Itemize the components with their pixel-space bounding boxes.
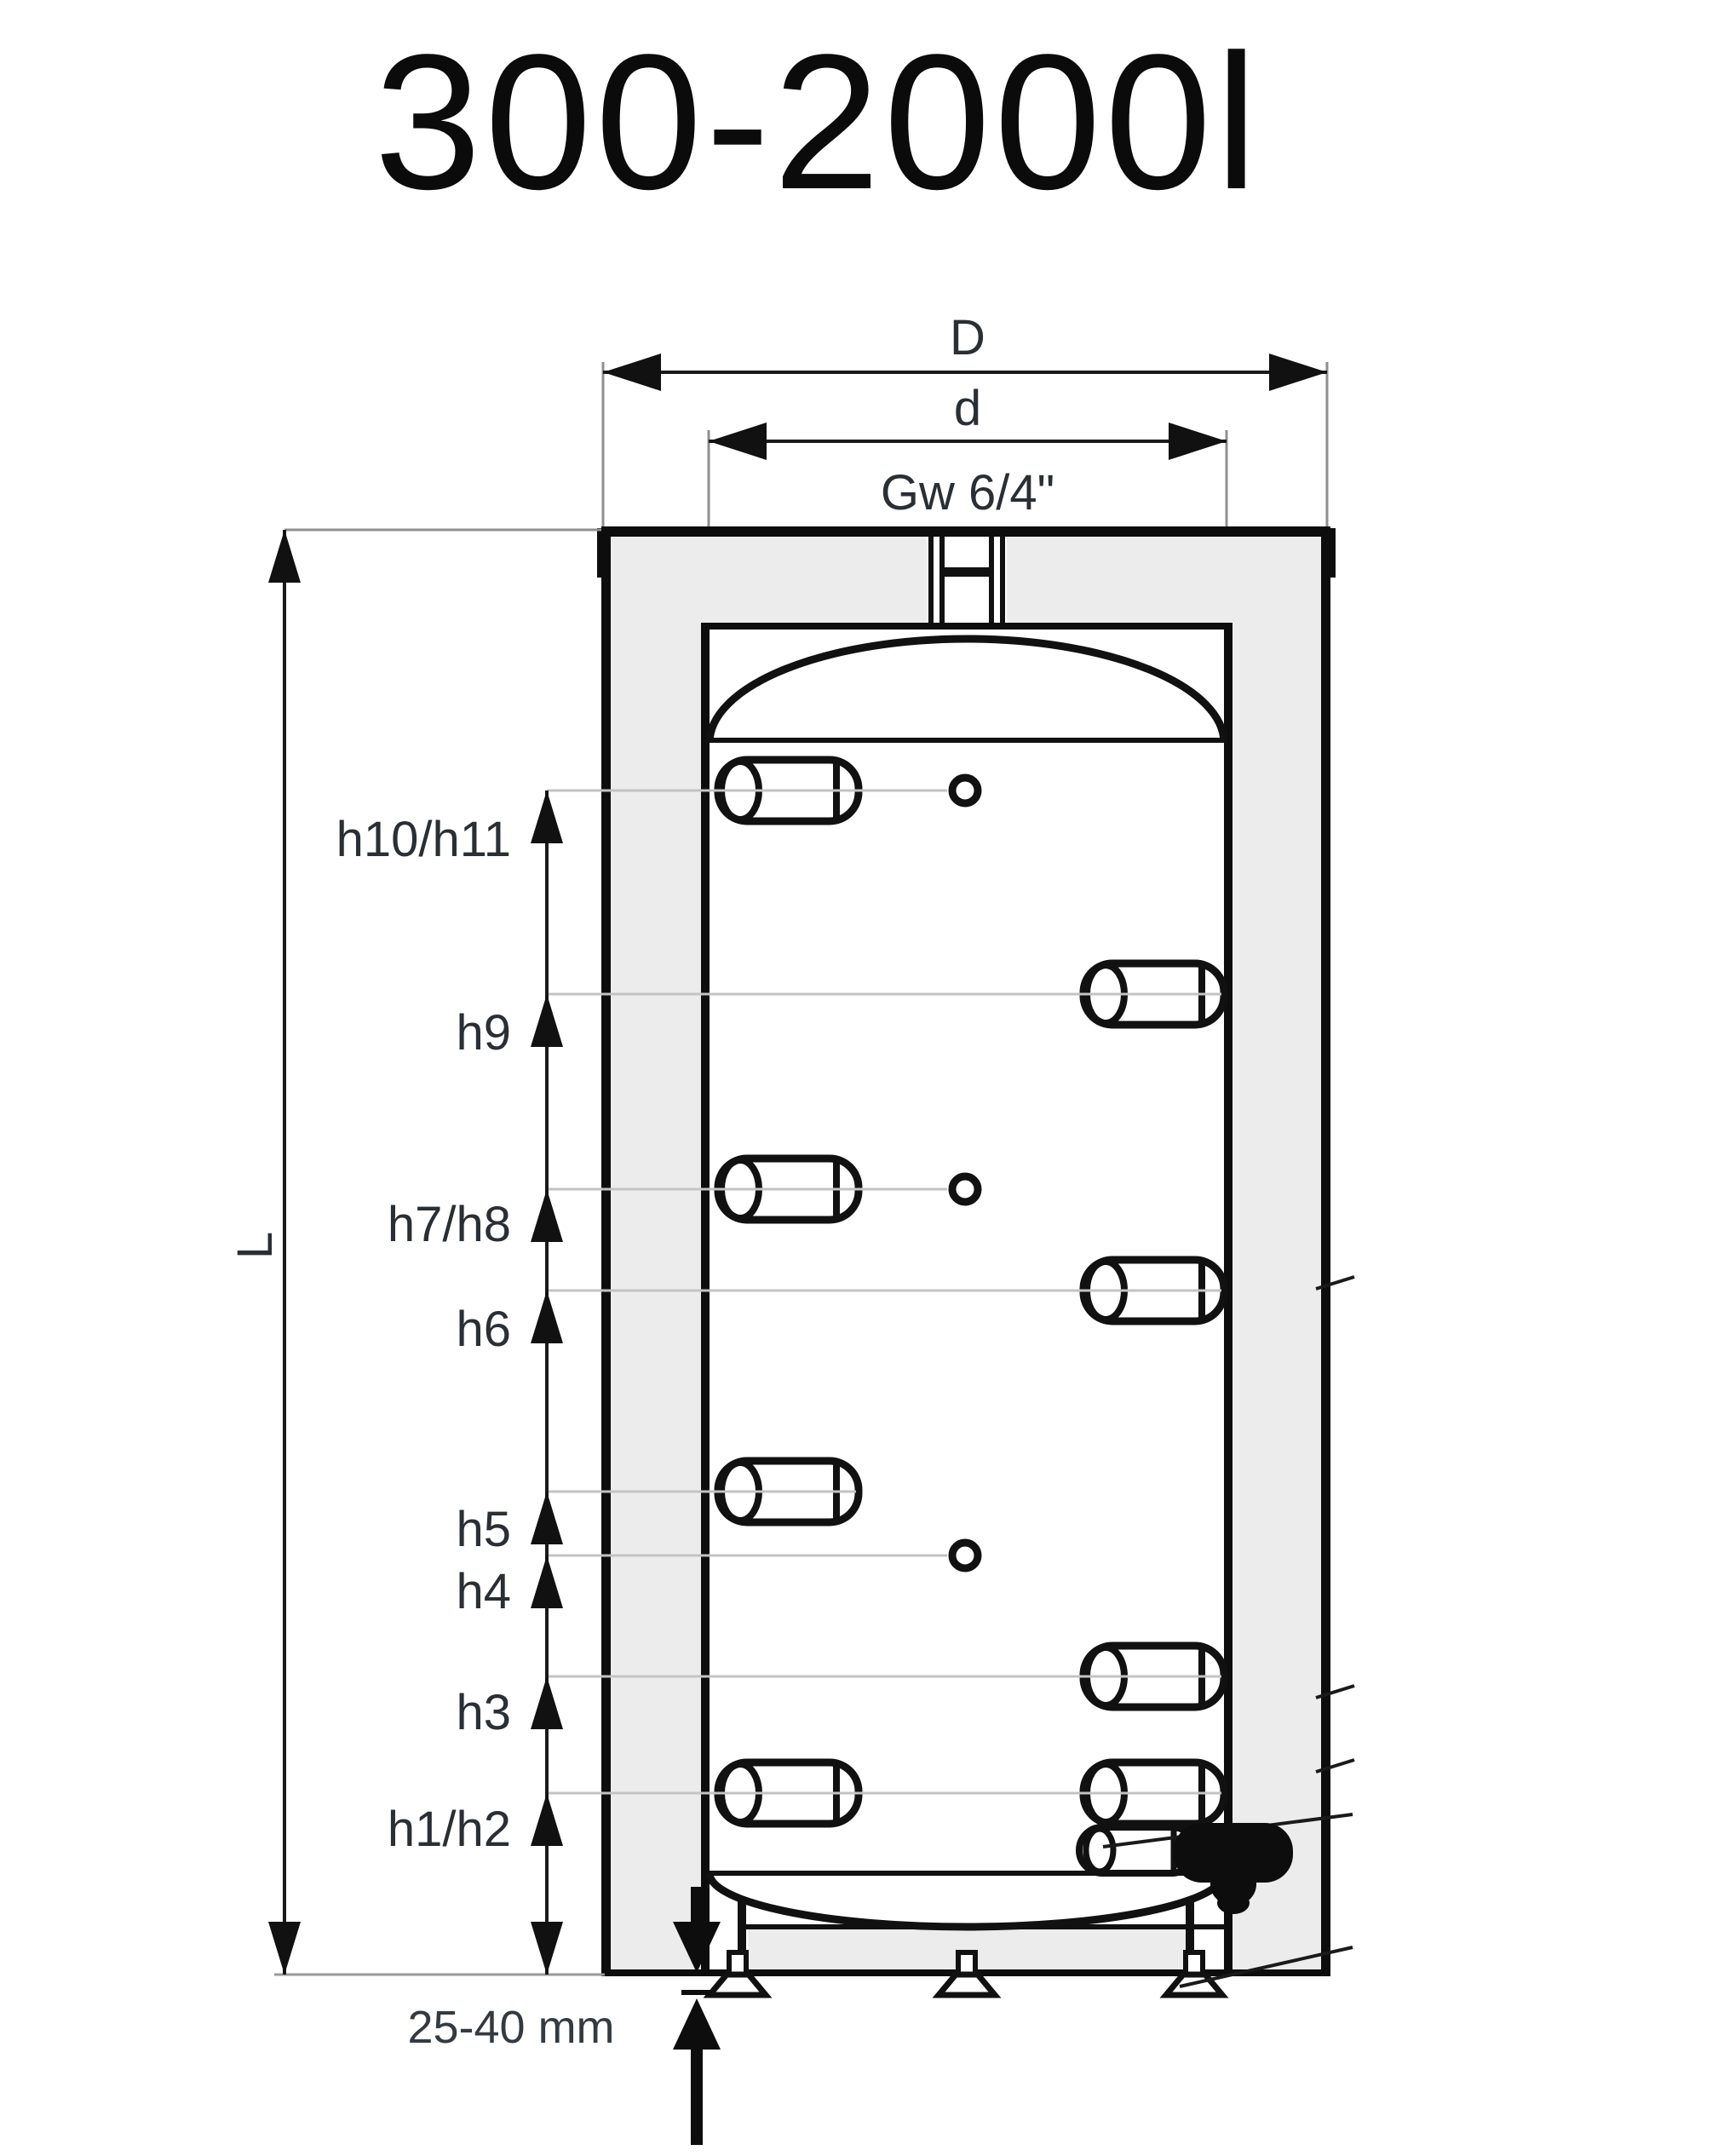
label-h10-h11: h10/h11: [336, 812, 511, 867]
top-thread-port: [927, 535, 1007, 628]
inner-wall-right: [1224, 628, 1232, 1973]
tank-shell: [597, 526, 1336, 1976]
stand-leg-left: [738, 1898, 746, 1973]
foot-left: [703, 1950, 773, 1998]
arrowhead-h6: [531, 1291, 563, 1343]
thick-arrow-down-shaft: [691, 1887, 703, 1929]
arrowhead-h4: [531, 1555, 563, 1608]
label-h1-h2: h1/h2: [388, 1802, 511, 1857]
leader-lines: [547, 789, 1221, 1795]
drain-valve: [1174, 1823, 1293, 1914]
sensor-well-lower: [948, 1538, 982, 1572]
label-d: d: [954, 381, 981, 436]
label-thread-gw: Gw 6/4": [881, 465, 1054, 520]
port-bore: [927, 535, 1007, 625]
label-h4: h4: [456, 1564, 511, 1619]
arrowhead-left: [603, 354, 661, 391]
port-thread-stop: [939, 567, 994, 577]
thick-arrow-up-shaft: [691, 2050, 703, 2145]
right-nozzles: [1079, 959, 1228, 1828]
callout-insulation: [1315, 1275, 1355, 1291]
lid-lip-right: [1327, 528, 1336, 578]
arrowhead-right: [1169, 423, 1227, 460]
thick-arrow-up-head: [673, 1998, 721, 2050]
arrowhead-left: [709, 423, 767, 460]
dimension-d: d Gw 6/4": [707, 381, 1228, 526]
inner-wall-left: [701, 628, 710, 1973]
stand-leg-right: [1186, 1898, 1194, 1973]
label-foot-range: 25-40 mm: [407, 2002, 614, 2053]
bottom-weld-line: [710, 1871, 1224, 1876]
sensor-well-middle: [948, 1172, 982, 1206]
port-flange-line-left: [928, 535, 934, 628]
bottom-dome: [705, 1872, 1228, 1931]
foot-dim-tick: [681, 1990, 712, 1995]
dimension-h-chain: h10/h11 h9 h7/h8 h6 h5 h4 h3 h1/h2: [336, 791, 563, 1975]
insulation-right-column: [1232, 535, 1323, 1973]
port-bore-line-left: [939, 535, 945, 628]
cap-bottom-line: [701, 623, 1232, 630]
insulation-left-column: [611, 535, 703, 1973]
port-bore-line-right: [989, 535, 994, 628]
shell-right-wall: [1321, 526, 1330, 1975]
label-h9: h9: [456, 1005, 511, 1061]
label-L: L: [227, 1232, 283, 1259]
arrowhead-down: [268, 1922, 301, 1975]
arrowhead-h7-h8: [531, 1189, 563, 1242]
arrowhead-h9: [531, 994, 563, 1047]
thick-arrow-down-head: [673, 1922, 721, 1973]
foot-base: [703, 1971, 773, 1998]
arrowhead-h3: [531, 1676, 563, 1729]
insulation-jacket: [611, 535, 1323, 1973]
shell-left-wall: [601, 526, 611, 1975]
label-h7-h8: h7/h8: [388, 1197, 511, 1252]
inner-vessel: [705, 635, 1228, 1973]
callout-foot: [1179, 1946, 1353, 1988]
dimension-L: L: [227, 528, 605, 1976]
label-h6: h6: [456, 1302, 511, 1357]
port-flange-line-right: [1000, 535, 1005, 628]
arrowhead-right: [1269, 354, 1327, 391]
callout-jacket: [1315, 1684, 1355, 1699]
top-weld-line: [710, 738, 1224, 743]
top-dome: [705, 635, 1228, 744]
dimension-D: D: [601, 310, 1329, 526]
callout-vessel: [1315, 1758, 1355, 1774]
sensor-wells: [948, 773, 982, 1572]
sensor-well-top: [948, 773, 982, 808]
label-h3: h3: [456, 1685, 511, 1740]
arrowhead-baseline: [531, 1922, 563, 1975]
arrowhead-h5: [531, 1492, 563, 1544]
label-h5: h5: [456, 1502, 511, 1557]
dimension-foot-adjust: 25-40 mm: [407, 1887, 721, 2145]
callout-lines: [1315, 1275, 1355, 1774]
drain-assembly: [1076, 1813, 1353, 1988]
label-D: D: [950, 310, 985, 365]
lid-lip-left: [597, 528, 606, 578]
arrowhead-h10-h11: [531, 791, 563, 843]
arrowhead-h1-h2: [531, 1793, 563, 1846]
foot-base: [932, 1971, 1002, 1998]
arrowhead-up: [268, 530, 301, 583]
foot-center: [932, 1950, 1002, 1998]
shell-top-edge: [601, 526, 1330, 537]
page-title: 300-2000l: [374, 14, 1261, 229]
